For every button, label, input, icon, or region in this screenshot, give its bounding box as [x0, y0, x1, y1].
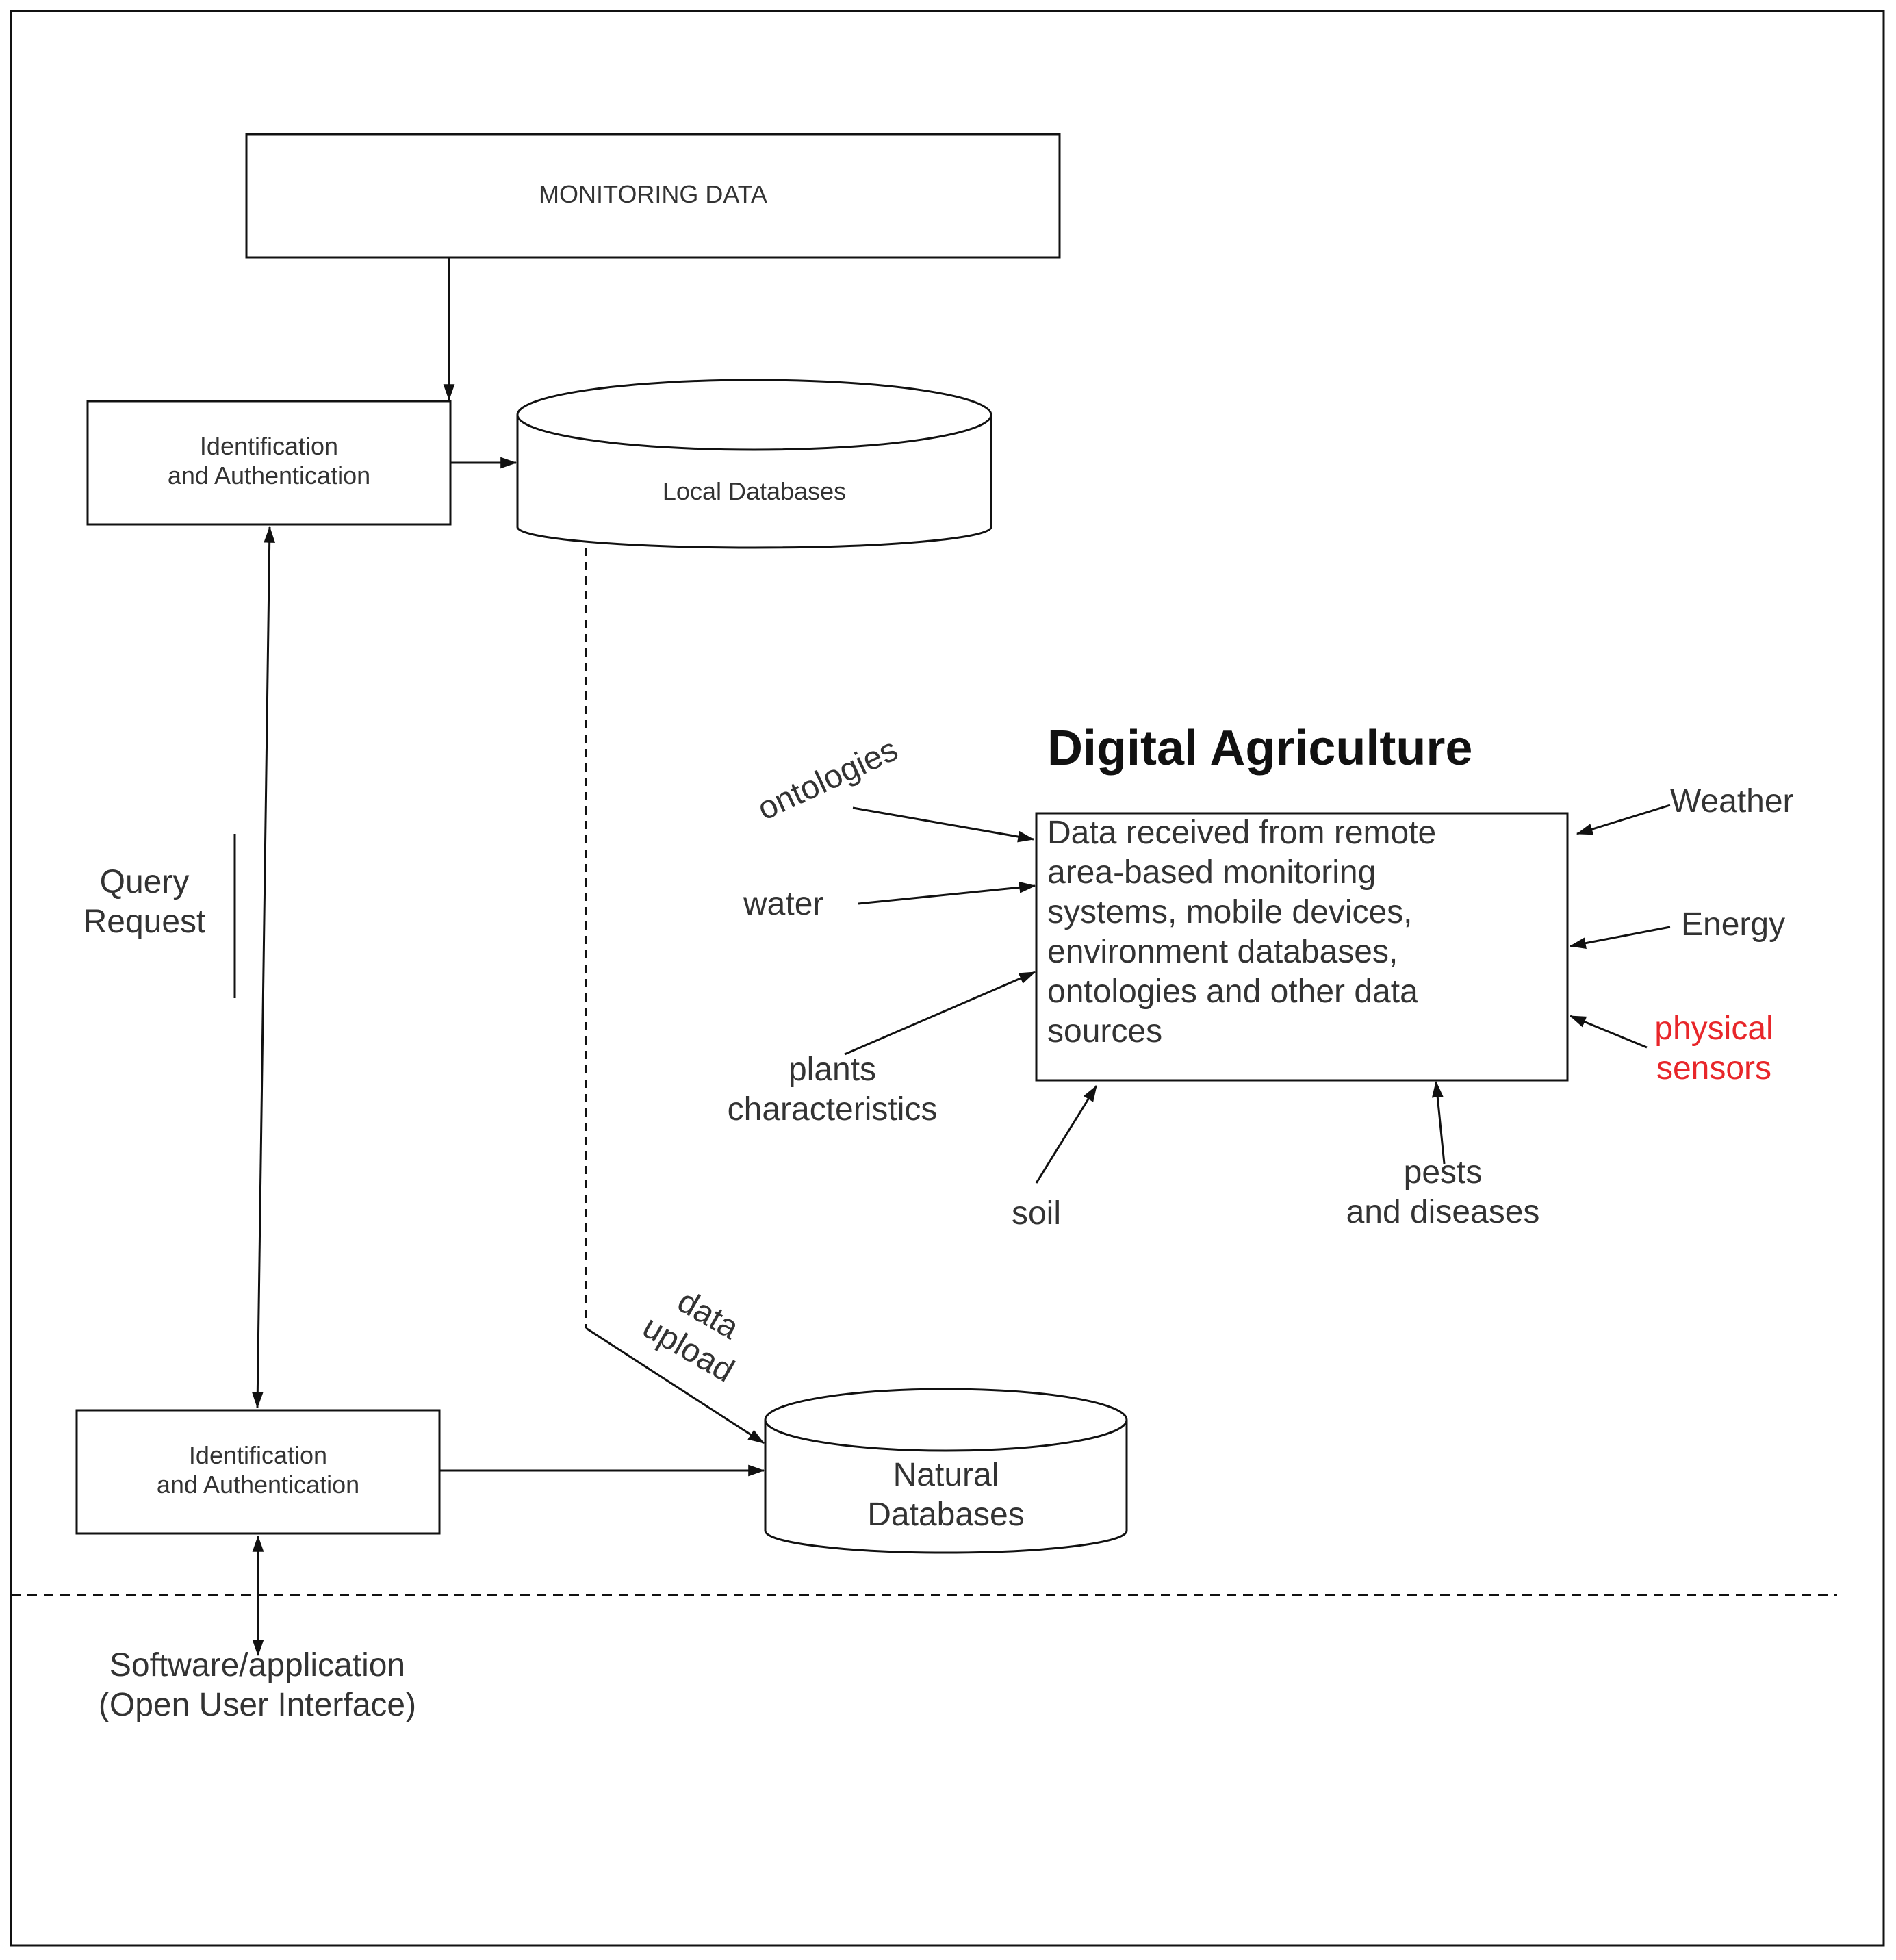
- arrow-pests: [1431, 1080, 1446, 1164]
- auth-top-label: Identification and Authentication: [168, 431, 370, 490]
- arrow-energy: [1569, 926, 1671, 949]
- central-box-text: Data received from remote area-based mon…: [1047, 813, 1436, 1052]
- physical-sensors-label: physical sensors: [1654, 1009, 1773, 1088]
- auth-bottom-line-1: Identification: [188, 1441, 328, 1469]
- arrow-physical-sensors: [1569, 1015, 1648, 1049]
- pests-line-1: pests: [1403, 1154, 1483, 1191]
- auth-top-line-2: and Authentication: [167, 461, 371, 490]
- central-line-4: environment databases,: [1047, 934, 1398, 970]
- software-label: Software/application (Open User Interfac…: [99, 1646, 416, 1724]
- query-line-2: Request: [83, 903, 206, 940]
- arrow-data-upload: [585, 1327, 765, 1444]
- auth-top-line-1: Identification: [199, 432, 339, 460]
- natural-databases-cylinder: [764, 1388, 1128, 1554]
- arrow-weather: [1576, 804, 1671, 835]
- plants-line-2: characteristics: [727, 1091, 938, 1128]
- energy-label: Energy: [1681, 906, 1786, 943]
- plants-line-1: plants: [788, 1052, 877, 1088]
- water-label: water: [743, 886, 824, 922]
- software-line-2: (Open User Interface): [98, 1686, 417, 1723]
- plants-label: plants characteristics: [728, 1050, 938, 1129]
- digital-agriculture-title: Digital Agriculture: [1047, 721, 1473, 776]
- physical-line-2: sensors: [1656, 1049, 1772, 1086]
- central-line-6: sources: [1047, 1013, 1163, 1049]
- local-db-label: Local Databases: [662, 477, 847, 505]
- outer-frame: [10, 10, 1885, 1947]
- arrow-ontologies: [852, 806, 1035, 843]
- natural-db-line-1: Natural: [893, 1457, 999, 1493]
- arrow-soil: [1035, 1084, 1098, 1184]
- auth-bottom-label: Identification and Authentication: [157, 1440, 359, 1499]
- auth-box-bottom: [75, 1409, 441, 1535]
- pests-label: pests and diseases: [1346, 1153, 1540, 1232]
- monitoring-data-box: [245, 133, 1061, 259]
- physical-line-1: physical: [1654, 1010, 1773, 1047]
- query-line-1: Query: [99, 864, 190, 900]
- auth-box-top: [86, 400, 452, 526]
- pests-line-2: and diseases: [1346, 1193, 1540, 1230]
- arrow-query-request: [251, 526, 276, 1409]
- weather-label: Weather: [1670, 783, 1794, 819]
- software-line-1: Software/application: [109, 1647, 406, 1683]
- natural-db-line-2: Databases: [867, 1496, 1025, 1533]
- central-data-box: [1035, 812, 1569, 1082]
- arrow-plants: [844, 971, 1036, 1056]
- central-line-5: ontologies and other data: [1047, 973, 1418, 1010]
- soil-label: soil: [1011, 1195, 1062, 1232]
- monitoring-data-label: MONITORING DATA: [538, 180, 768, 208]
- central-line-3: systems, mobile devices,: [1047, 894, 1413, 930]
- arrow-water: [858, 881, 1036, 905]
- central-line-2: area-based monitoring: [1047, 854, 1376, 891]
- auth-bottom-line-2: and Authentication: [156, 1471, 360, 1499]
- query-request-label: Query Request: [84, 863, 206, 941]
- central-line-1: Data received from remote: [1047, 815, 1437, 851]
- natural-db-label: Natural Databases: [867, 1455, 1024, 1534]
- local-databases-cylinder: [516, 379, 992, 549]
